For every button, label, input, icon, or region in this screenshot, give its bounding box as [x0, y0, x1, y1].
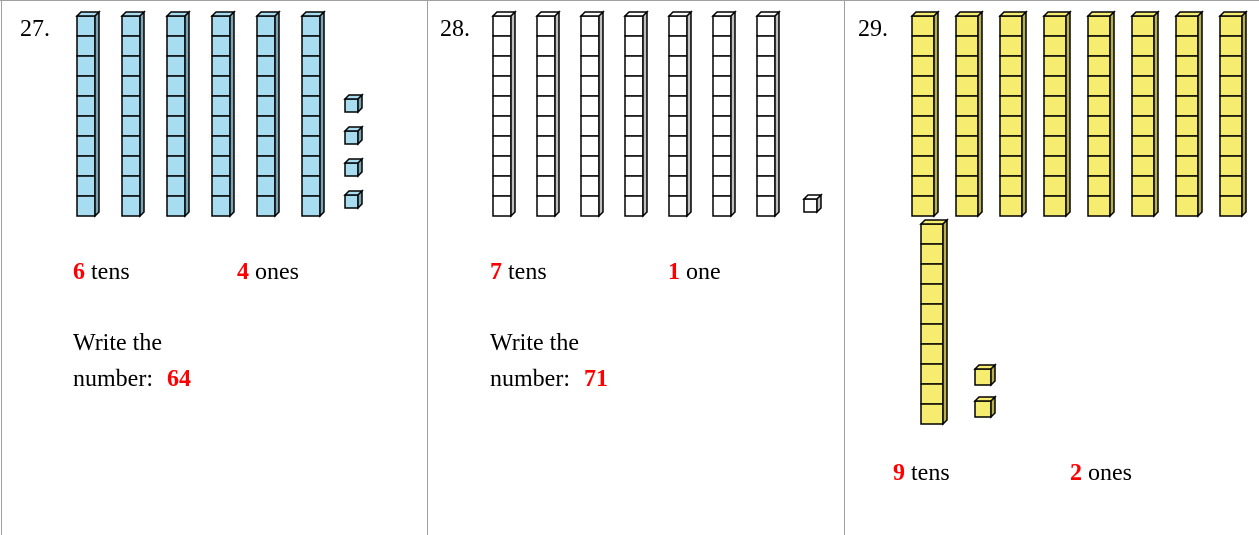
tens-rod — [912, 12, 938, 216]
tens-rod — [257, 12, 279, 216]
tens-rod — [581, 12, 603, 216]
tens-rod — [1132, 12, 1158, 216]
tens-rod — [212, 12, 234, 216]
tens-rod — [713, 12, 735, 216]
unit-cube — [345, 191, 362, 208]
tens-rod — [757, 12, 779, 216]
unit-cube — [345, 95, 362, 112]
tens-rod — [537, 12, 559, 216]
tens-rod — [956, 12, 982, 216]
tens-rod — [625, 12, 647, 216]
tens-rod — [669, 12, 691, 216]
tens-rod — [167, 12, 189, 216]
tens-rod — [1044, 12, 1070, 216]
unit-cube — [345, 159, 362, 176]
unit-cube — [975, 365, 995, 385]
tens-rod — [921, 220, 947, 424]
tens-rod — [1000, 12, 1026, 216]
tens-rod — [122, 12, 144, 216]
unit-cube — [804, 195, 821, 212]
tens-rod — [1220, 12, 1246, 216]
unit-cube — [975, 397, 995, 417]
tens-rod — [77, 12, 99, 216]
tens-rod — [493, 12, 515, 216]
unit-cube — [345, 127, 362, 144]
tens-rod — [302, 12, 324, 216]
tens-rod — [1088, 12, 1114, 216]
tens-rod — [1176, 12, 1202, 216]
